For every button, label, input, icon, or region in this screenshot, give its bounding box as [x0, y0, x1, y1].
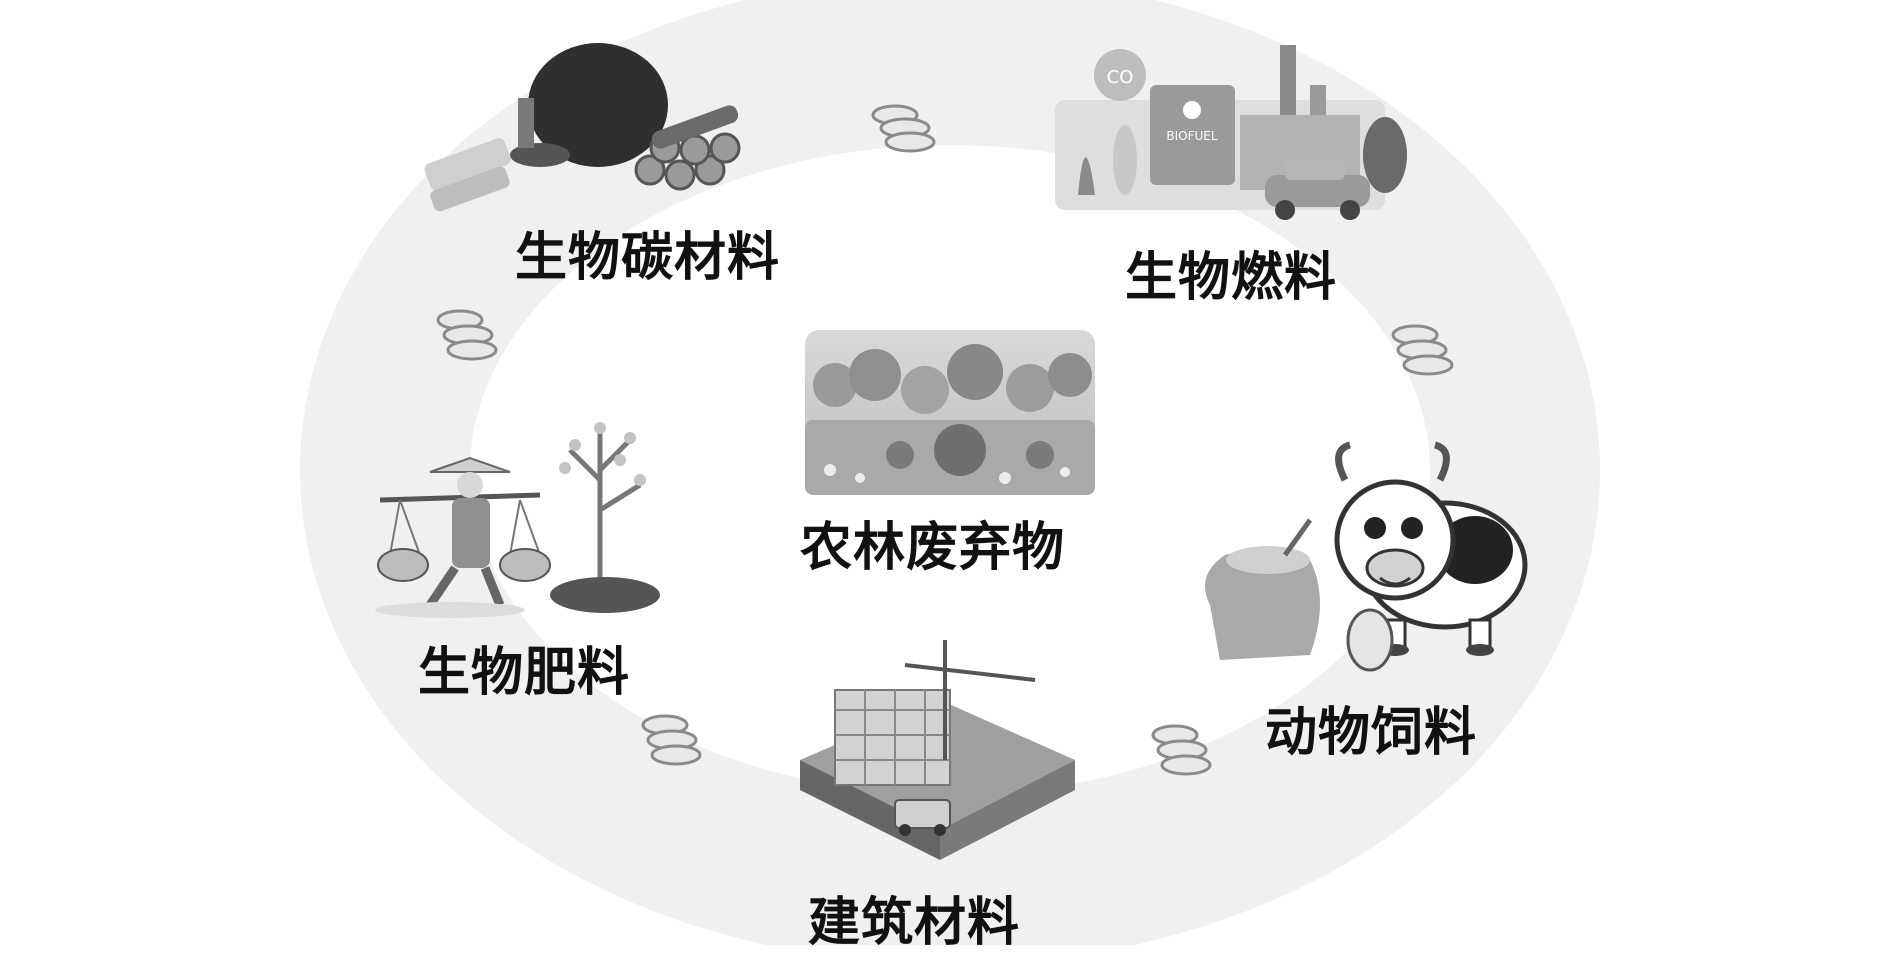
coins-icon	[641, 714, 702, 766]
coins-icon	[1151, 724, 1212, 776]
cow-feed-icon	[1205, 441, 1528, 672]
coins-icon	[871, 104, 936, 153]
center-label: 农林废弃物	[800, 517, 1066, 578]
svg-text:CO: CO	[1107, 67, 1134, 88]
coins-icon	[436, 309, 498, 361]
farmer-fertilizer-icon	[375, 422, 660, 618]
fertilizer-label: 生物肥料	[418, 642, 631, 703]
biochar-and-firewood-icon	[424, 43, 741, 212]
animal-feed-label: 动物饲料	[1265, 702, 1478, 763]
construction-site-icon	[800, 640, 1075, 860]
biofuel-label: 生物燃料	[1125, 247, 1338, 308]
forest-landscape-icon	[805, 330, 1095, 495]
carbon-material-label: 生物碳材料	[515, 227, 781, 288]
svg-text:BIOFUEL: BIOFUEL	[1166, 129, 1217, 143]
coins-icon	[1391, 324, 1454, 376]
biofuel-factory-icon: CO BIOFUEL	[1055, 45, 1407, 220]
building-material-label: 建筑材料	[808, 892, 1021, 953]
cycle-ring	[300, 0, 1600, 945]
